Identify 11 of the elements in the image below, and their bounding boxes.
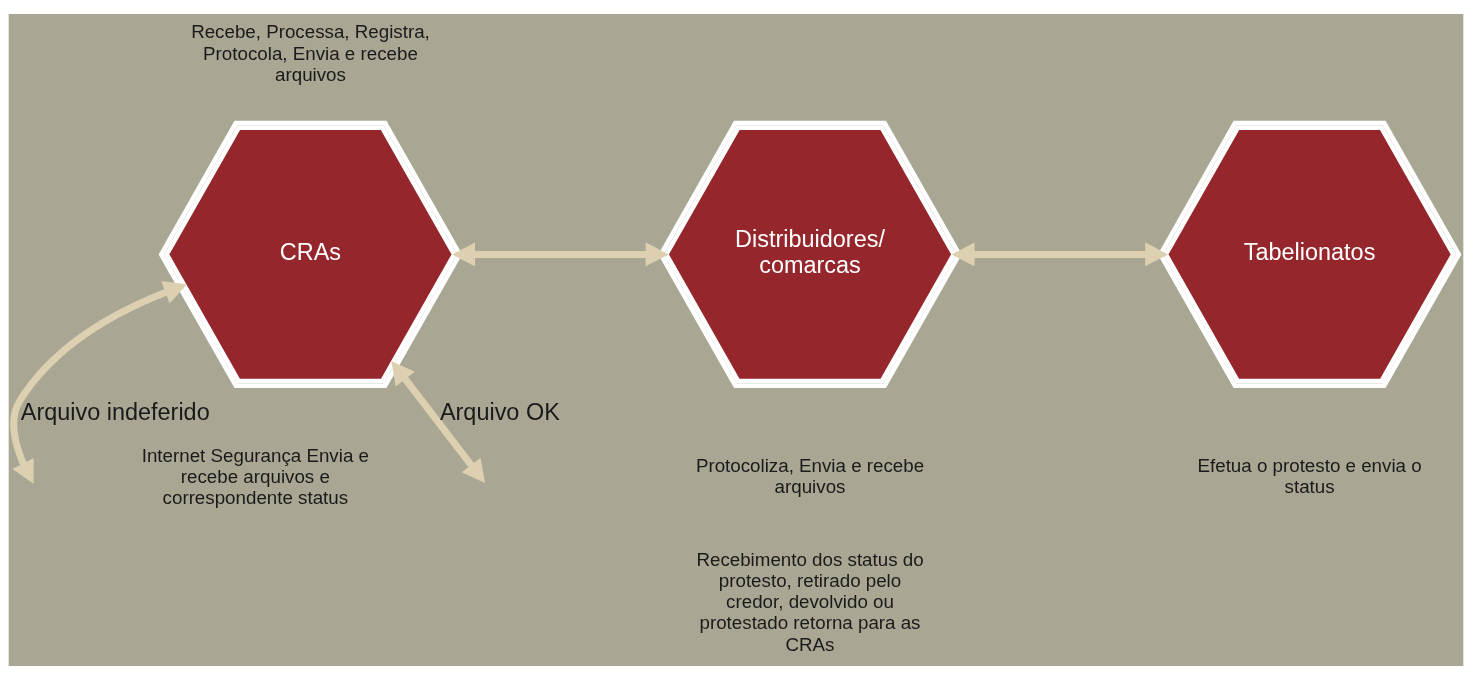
edge-label: Arquivo indeferido [20,398,210,425]
arrow [391,360,485,483]
node-label: Protocoliza, Envia e recebe arquivos [695,454,925,497]
edge-label: Arquivo OK [439,398,560,425]
node-label: Recebimento dos status do protesto, retirado pelo credor, devolvido ou protestado retorna para as CRAs [696,548,924,655]
node-label: Internet Segurança Envia e recebe arquivos e correspondente status [141,444,369,508]
node-label: Recebe, Processa, Registra, Protocola, Envia e recebe arquivos [191,20,430,85]
arrow [951,241,1168,266]
node-label: Efetua o protesto e envia o status [1197,454,1422,497]
arrow [10,280,187,484]
arrow [452,241,669,266]
